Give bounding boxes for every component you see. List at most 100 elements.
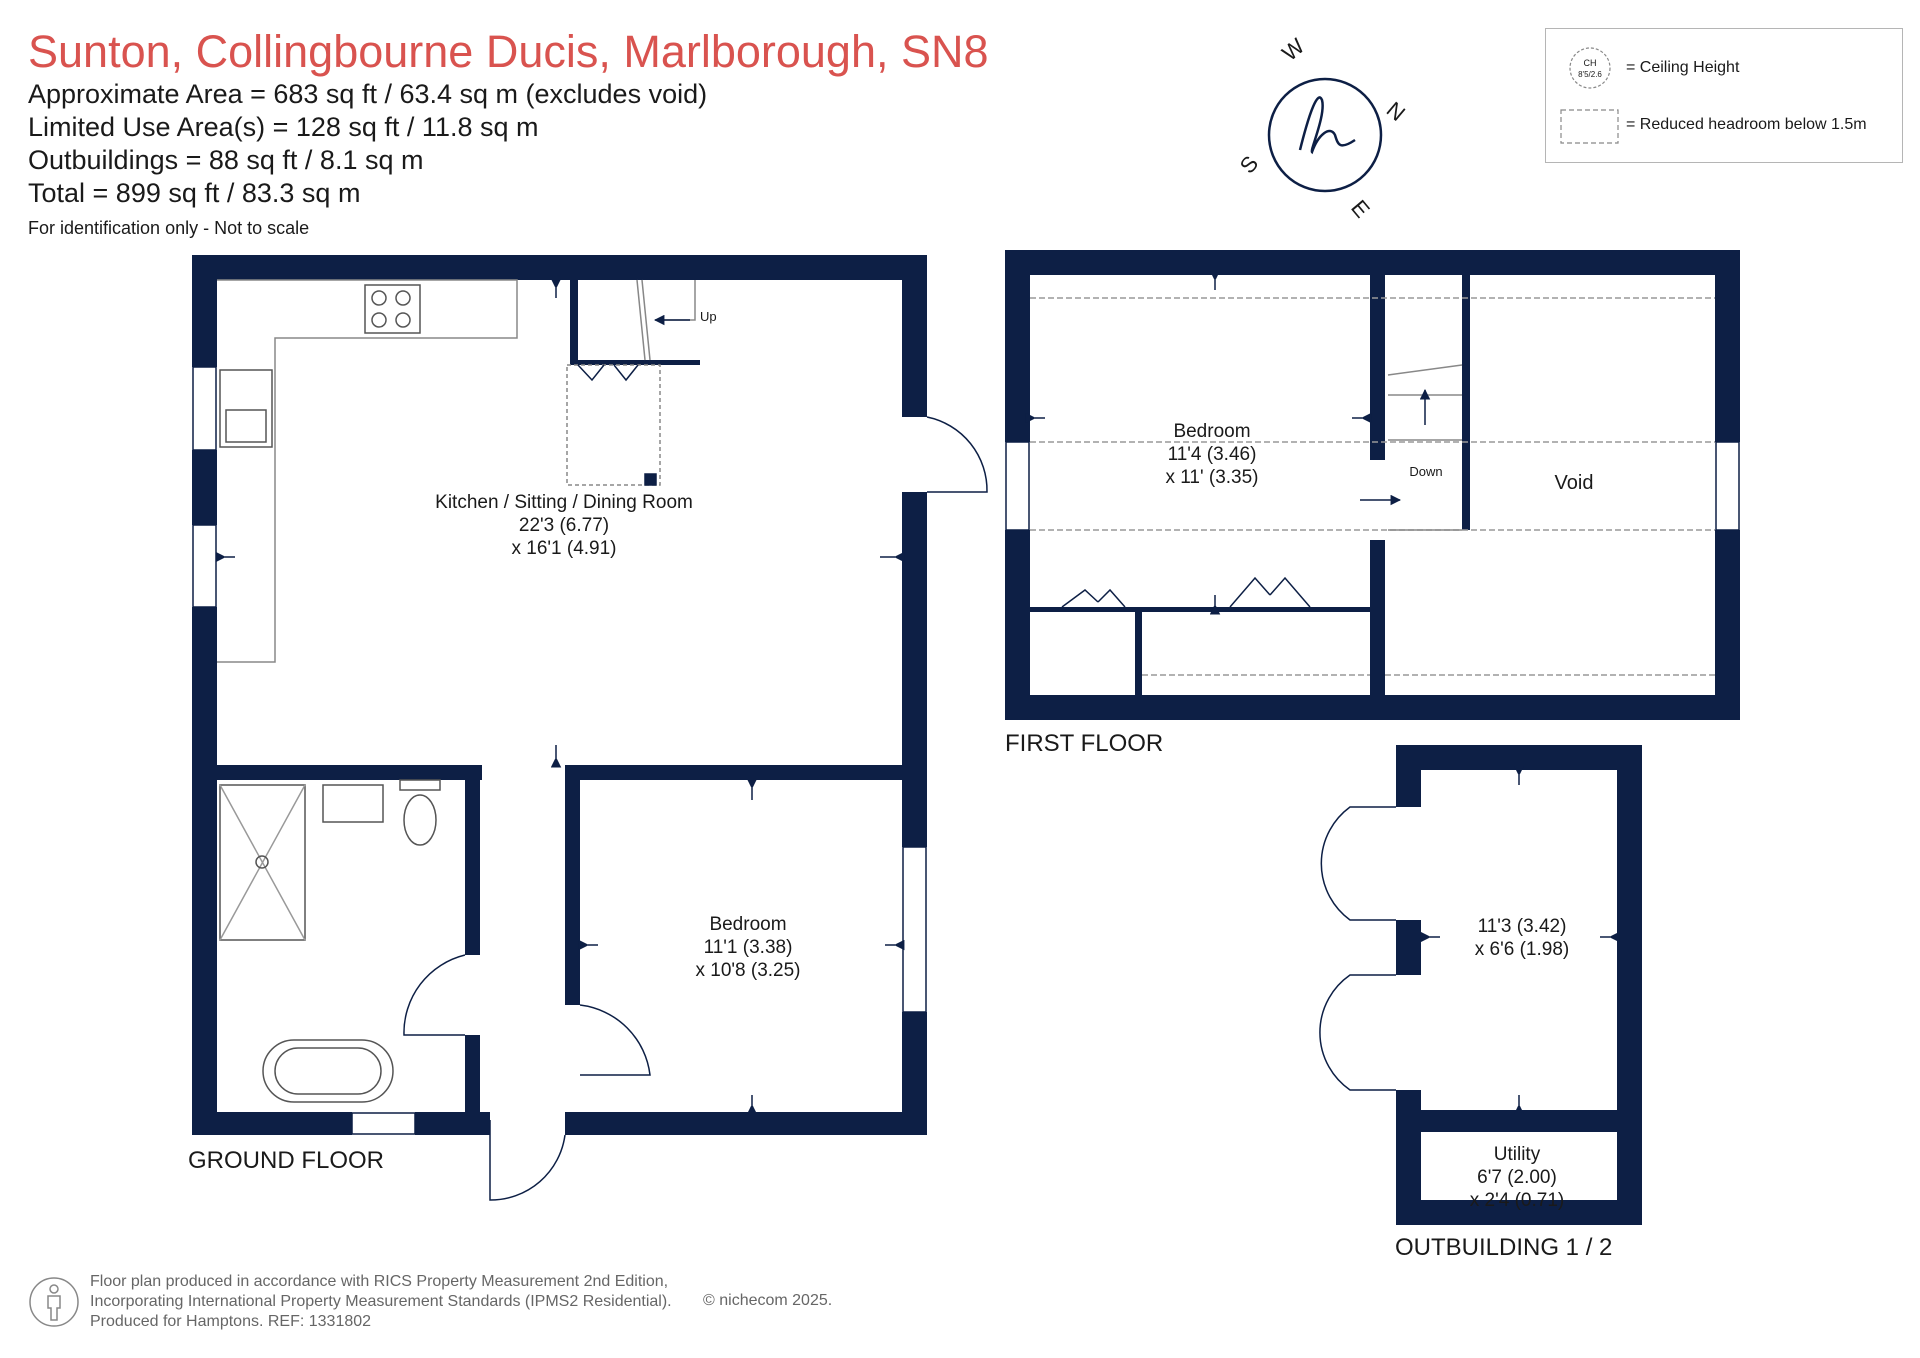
ground-bedroom-dim2: x 10'8 (3.25): [695, 960, 800, 981]
footer-line: Produced for Hamptons. REF: 1331802: [90, 1313, 372, 1330]
wall: [1715, 250, 1740, 442]
toilet-bowl: [403, 794, 437, 846]
wall: [902, 255, 927, 417]
wall: [1005, 250, 1740, 275]
kitchen-dim2: x 16'1 (4.91): [511, 538, 616, 559]
ground-floor-label: GROUND FLOOR: [188, 1147, 384, 1174]
legend: CH 8'5/2.6 = Ceiling Height = Reduced he…: [1545, 28, 1903, 163]
utility-dim2: x 2'4 (0.71): [1470, 1190, 1564, 1211]
wall: [1396, 745, 1421, 807]
first-bedroom-name: Bedroom: [1173, 421, 1250, 442]
wall: [570, 360, 700, 365]
front-door: [489, 1120, 566, 1201]
shower-line: [219, 784, 306, 941]
sink-bowl: [225, 409, 267, 443]
header: Sunton, Collingbourne Ducis, Marlborough…: [28, 26, 989, 239]
wall: [1396, 745, 1642, 770]
under-stair-cupboard: [566, 364, 661, 486]
wall: [192, 1112, 352, 1135]
wall: [1421, 1110, 1617, 1132]
wall: [192, 765, 482, 780]
wall: [1005, 530, 1030, 720]
outbuilding-door: [1320, 806, 1396, 921]
hob-ring: [395, 312, 411, 328]
wardrobe-doors: [1229, 576, 1311, 608]
reduced-headroom-label: = Reduced headroom below 1.5m: [1626, 116, 1867, 133]
kitchen-name: Kitchen / Sitting / Dining Room: [435, 492, 693, 513]
outbuilding-door: [1319, 974, 1396, 1091]
sink: [219, 369, 273, 448]
ch-badge-text: CH: [1584, 58, 1597, 68]
wall: [1715, 530, 1740, 720]
ceiling-height-icon: [1569, 47, 1611, 89]
wall: [565, 765, 927, 780]
cupboard-post: [644, 473, 657, 486]
wall: [1030, 607, 1370, 612]
wall: [1005, 695, 1740, 720]
hob: [364, 284, 421, 334]
window: [351, 1112, 416, 1135]
wall: [902, 492, 927, 847]
h-logo-mark: [1298, 96, 1356, 155]
wall: [192, 607, 217, 1135]
compass-logo: W N S E: [1235, 33, 1410, 222]
shower-tray: [219, 784, 306, 941]
footer-line: Floor plan produced in accordance with R…: [90, 1273, 669, 1290]
ch-badge-value: 8'5/2.6: [1578, 70, 1602, 79]
wall: [1396, 920, 1421, 975]
wall: [465, 765, 480, 955]
ground-bedroom-name: Bedroom: [709, 914, 786, 935]
reduced-headroom-icon: [1560, 109, 1619, 144]
first-floor: [1005, 250, 1740, 720]
ground-floor: [192, 255, 927, 1135]
stairs-up-label: Up: [700, 309, 717, 324]
bath: [262, 1039, 394, 1103]
wall: [1370, 540, 1385, 695]
window: [192, 524, 217, 608]
ceiling-height-label: = Ceiling Height: [1626, 59, 1740, 76]
wall: [1005, 250, 1030, 442]
copyright: © nichecom 2025.: [703, 1292, 833, 1309]
staircase: [1387, 364, 1463, 531]
hob-ring: [371, 312, 387, 328]
wall: [565, 765, 580, 1005]
utility-name: Utility: [1494, 1144, 1541, 1165]
wall: [1370, 275, 1385, 460]
wall: [1617, 745, 1642, 1225]
window: [902, 846, 927, 1013]
window: [1005, 441, 1030, 531]
outbuilding-dim1: 11'3 (3.42): [1478, 916, 1567, 937]
kitchen-counter: [217, 279, 518, 663]
wall: [570, 280, 578, 365]
wall: [1135, 607, 1142, 695]
toilet-cistern: [399, 779, 441, 791]
compass-n: N: [1382, 97, 1410, 126]
legend-symbols: CH 8'5/2.6: [1560, 47, 1619, 144]
window: [1715, 441, 1740, 531]
void-label: Void: [1555, 472, 1594, 494]
ground-bedroom-dim1: 11'1 (3.38): [704, 937, 793, 958]
bathroom-door: [403, 954, 466, 1036]
wall: [192, 255, 927, 280]
total-area: Total = 899 sq ft / 83.3 sq m: [28, 178, 361, 208]
not-to-scale-note: For identification only - Not to scale: [28, 218, 310, 238]
cupboard-doors: [577, 364, 639, 382]
wall: [565, 1112, 927, 1135]
bath-inner: [274, 1047, 382, 1095]
limited-use-area: Limited Use Area(s) = 128 sq ft / 11.8 s…: [28, 112, 539, 142]
first-bedroom-dim2: x 11' (3.35): [1165, 467, 1258, 488]
compass-e: E: [1346, 195, 1375, 222]
property-title: Sunton, Collingbourne Ducis, Marlborough…: [28, 26, 989, 77]
hob-ring: [371, 290, 387, 306]
shower-drain: [255, 855, 269, 869]
wardrobe-doors: [1061, 588, 1126, 608]
first-bedroom-dim1: 11'4 (3.46): [1168, 444, 1257, 465]
basin: [322, 784, 384, 823]
wall: [465, 1035, 480, 1135]
person-icon: [29, 1277, 79, 1327]
outbuildings-area: Outbuildings = 88 sq ft / 8.1 sq m: [28, 145, 424, 175]
compass-s: S: [1235, 151, 1264, 178]
wall: [1396, 1200, 1642, 1225]
stairs-down-label: Down: [1409, 464, 1442, 479]
